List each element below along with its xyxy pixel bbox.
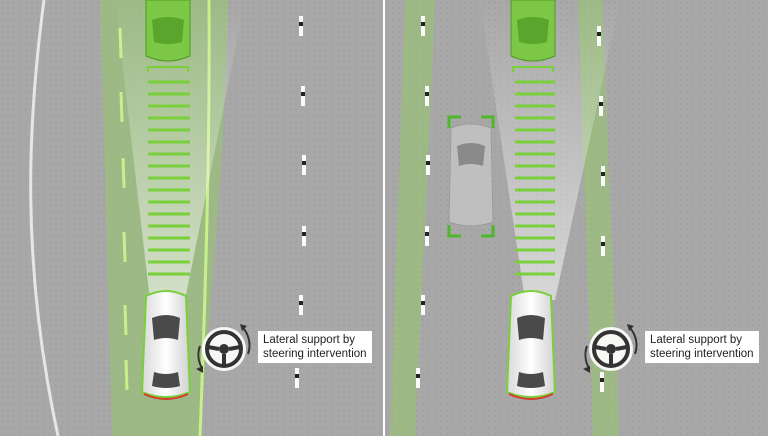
merging-car-grey (448, 123, 494, 227)
ego-car-white-right (505, 290, 557, 400)
caption-left: Lateral support by steering intervention (258, 331, 372, 363)
panel-divider (383, 0, 385, 436)
left-lane-band (390, 0, 435, 436)
left-scene (0, 0, 383, 436)
steering-wheel-icon (202, 327, 246, 371)
caption-right-line2: steering intervention (650, 348, 754, 360)
caption-right-line1: Lateral support by (650, 334, 743, 346)
caption-left-line2: steering intervention (263, 348, 367, 360)
ego-car-white (140, 290, 192, 400)
roadside-posts-right (416, 16, 605, 392)
lead-car-green (145, 0, 191, 62)
distance-stripes-right (515, 80, 555, 276)
roadside-posts (295, 16, 306, 388)
rotation-arrow-icon (196, 324, 251, 373)
caption-left-line1: Lateral support by (263, 334, 356, 346)
lead-car-green-right (510, 0, 556, 62)
headlight-beam (115, 0, 245, 300)
distance-stripes (148, 80, 190, 276)
detection-bracket (447, 115, 495, 238)
bracket-front-right (512, 66, 554, 72)
right-panel (385, 0, 768, 436)
caption-right: Lateral support by steering intervention (645, 331, 759, 363)
right-scene (385, 0, 768, 436)
steering-wheel-icon (589, 327, 633, 371)
left-panel (0, 0, 383, 436)
bracket-front (147, 66, 189, 72)
rotation-arrow-icon (583, 324, 638, 373)
road-edge-line (29, 0, 60, 436)
